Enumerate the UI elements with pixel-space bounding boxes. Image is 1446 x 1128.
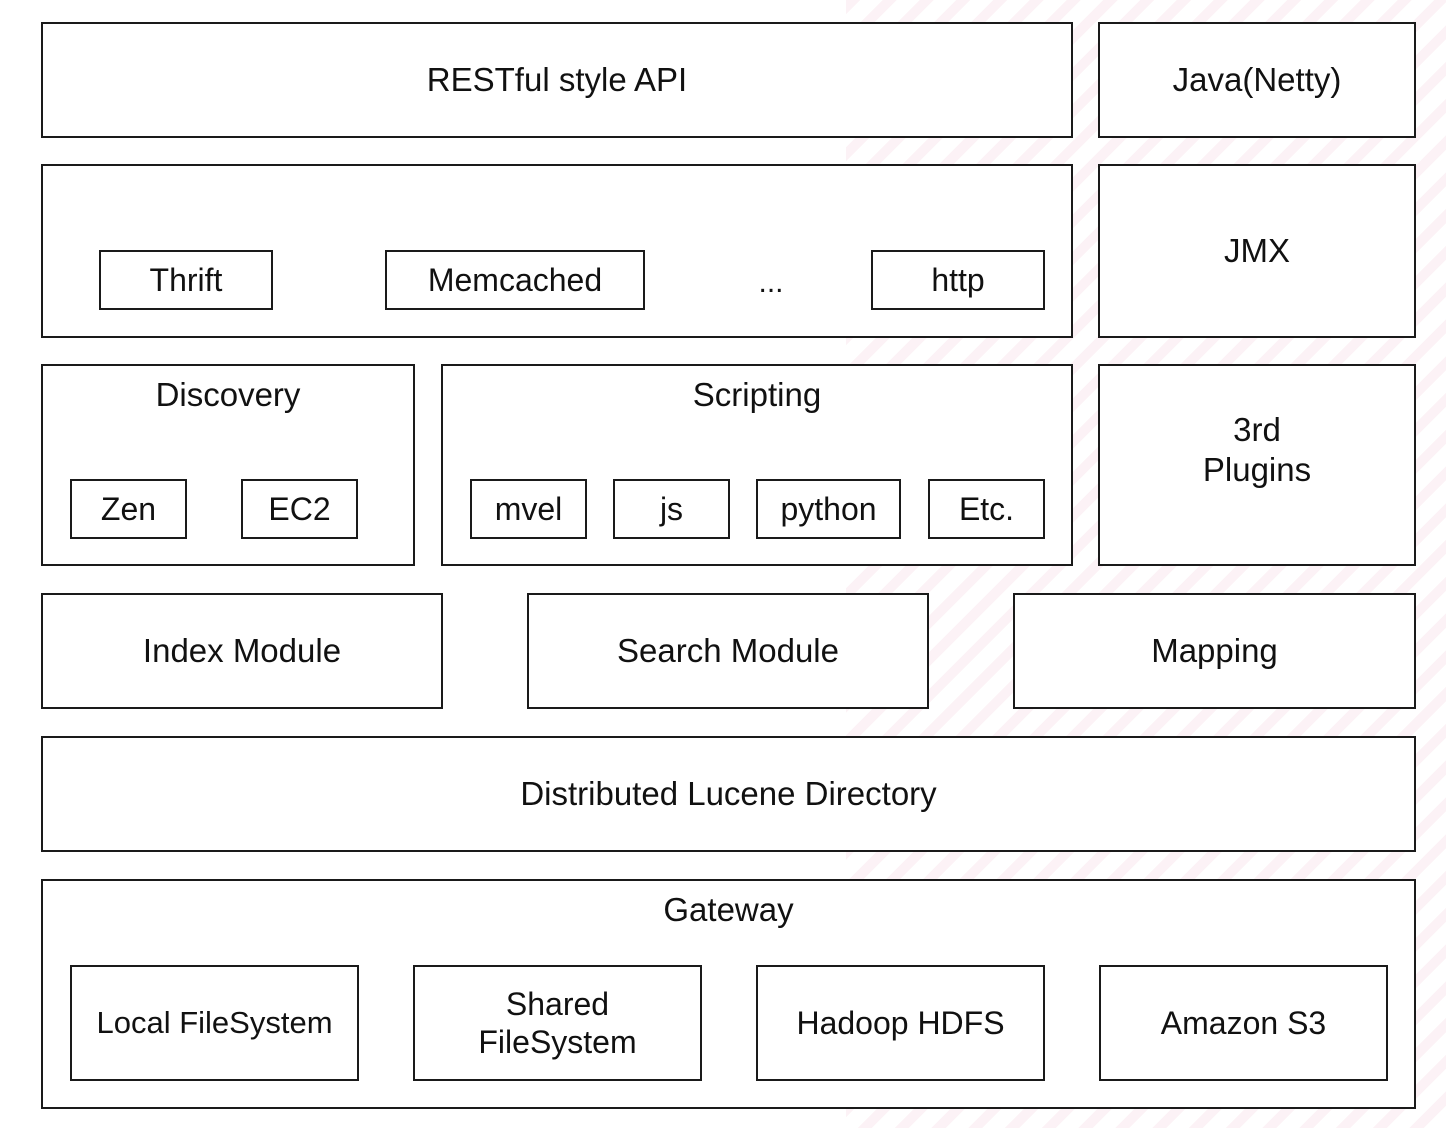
etc-box: Etc. [928, 479, 1045, 539]
local-filesystem-label: Local FileSystem [96, 1005, 333, 1041]
mapping-box: Mapping [1013, 593, 1416, 709]
js-box: js [613, 479, 730, 539]
index-module-label: Index Module [142, 632, 342, 670]
search-module-label: Search Module [617, 632, 839, 670]
amazon-s3-label: Amazon S3 [1160, 1004, 1327, 1041]
thrift-box: Thrift [99, 250, 273, 310]
etc-label: Etc. [958, 490, 1015, 527]
amazon-s3-box: Amazon S3 [1099, 965, 1388, 1081]
hadoop-hdfs-label: Hadoop HDFS [796, 1004, 1005, 1041]
shared-filesystem-box: Shared FileSystem [413, 965, 702, 1081]
search-module-box: Search Module [527, 593, 929, 709]
zen-label: Zen [100, 490, 157, 527]
restful-api-label: RESTful style API [426, 61, 688, 99]
plugins-label: 3rd Plugins [1202, 411, 1312, 488]
scripting-title: Scripting [692, 376, 822, 413]
mapping-label: Mapping [1151, 632, 1278, 670]
scripting-box: Scripting mvel js python Etc. [441, 364, 1073, 566]
transport-box: Thrift Memcached ... http [41, 164, 1073, 338]
mvel-label: mvel [494, 490, 563, 527]
local-filesystem-box: Local FileSystem [70, 965, 359, 1081]
python-label: python [780, 490, 877, 527]
transport-ellipsis: ... [758, 266, 784, 299]
zen-box: Zen [70, 479, 187, 539]
gateway-title: Gateway [663, 891, 794, 928]
memcached-box: Memcached [385, 250, 645, 310]
jmx-box: JMX [1098, 164, 1416, 338]
hadoop-hdfs-box: Hadoop HDFS [756, 965, 1045, 1081]
http-box: http [871, 250, 1045, 310]
jmx-label: JMX [1224, 232, 1290, 270]
shared-filesystem-label: Shared FileSystem [478, 985, 637, 1060]
plugins-box: 3rd Plugins [1098, 364, 1416, 566]
ec2-label: EC2 [268, 490, 331, 527]
discovery-box: Discovery Zen EC2 [41, 364, 415, 566]
mvel-box: mvel [470, 479, 587, 539]
js-label: js [659, 490, 684, 527]
thrift-label: Thrift [149, 261, 223, 298]
lucene-directory-box: Distributed Lucene Directory [41, 736, 1416, 852]
memcached-label: Memcached [427, 261, 603, 298]
lucene-directory-label: Distributed Lucene Directory [520, 775, 937, 813]
discovery-title: Discovery [155, 376, 301, 413]
java-netty-label: Java(Netty) [1172, 61, 1342, 99]
ec2-box: EC2 [241, 479, 358, 539]
python-box: python [756, 479, 901, 539]
restful-api-box: RESTful style API [41, 22, 1073, 138]
gateway-box: Gateway Local FileSystem Shared FileSyst… [41, 879, 1416, 1109]
java-netty-box: Java(Netty) [1098, 22, 1416, 138]
http-label: http [931, 261, 985, 298]
index-module-box: Index Module [41, 593, 443, 709]
